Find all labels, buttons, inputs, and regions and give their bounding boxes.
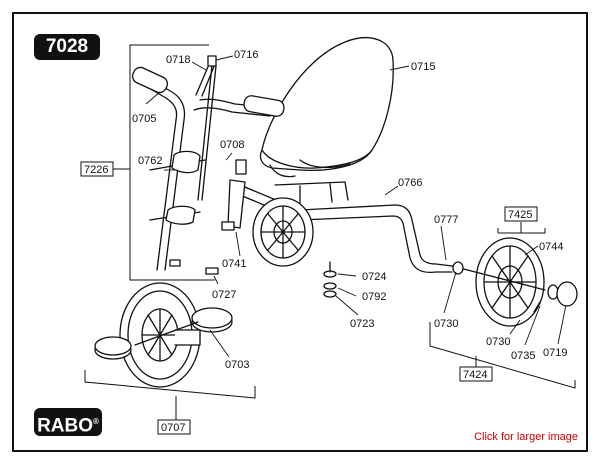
part-label-0727: 0727 — [212, 289, 236, 301]
assembly-label-0707: 0707 — [161, 422, 185, 434]
rear-left-wheel-drawing — [252, 197, 314, 267]
larger-image-link[interactable]: Click for larger image — [474, 431, 578, 443]
handlebar-drawing — [131, 55, 285, 275]
part-label-0792: 0792 — [362, 291, 386, 303]
part-label-0708: 0708 — [220, 139, 244, 151]
part-label-0705: 0705 — [132, 113, 156, 125]
part-label-0703: 0703 — [225, 359, 249, 371]
washers-drawing — [323, 261, 337, 298]
frame-drawing — [227, 179, 453, 274]
seat-drawing — [259, 37, 394, 178]
brand-logo: RABO® — [34, 408, 102, 436]
part-label-0744: 0744 — [539, 241, 563, 253]
part-label-0735: 0735 — [511, 350, 535, 362]
brand-registered-mark: ® — [93, 417, 99, 426]
brand-name: RABO — [37, 415, 94, 437]
part-label-0715: 0715 — [411, 61, 435, 73]
part-label-0730-right: 0730 — [486, 336, 510, 348]
assembly-label-7424: 7424 — [463, 369, 487, 381]
front-wheel-drawing — [94, 282, 233, 388]
assembly-label-7425: 7425 — [508, 209, 532, 221]
part-label-0766: 0766 — [398, 177, 422, 189]
part-label-0741: 0741 — [222, 258, 246, 270]
assembly-label-7226: 7226 — [84, 164, 108, 176]
rear-right-wheel-drawing — [451, 237, 578, 327]
part-label-0723: 0723 — [350, 318, 374, 330]
part-label-0719: 0719 — [543, 347, 567, 359]
part-label-0777: 0777 — [434, 214, 458, 226]
part-label-0718: 0718 — [166, 54, 190, 66]
model-number-badge: 7028 — [34, 34, 100, 60]
part-label-0724: 0724 — [362, 271, 386, 283]
part-label-0730-left: 0730 — [434, 318, 458, 330]
part-label-0762: 0762 — [138, 155, 162, 167]
part-label-0716: 0716 — [234, 49, 258, 61]
